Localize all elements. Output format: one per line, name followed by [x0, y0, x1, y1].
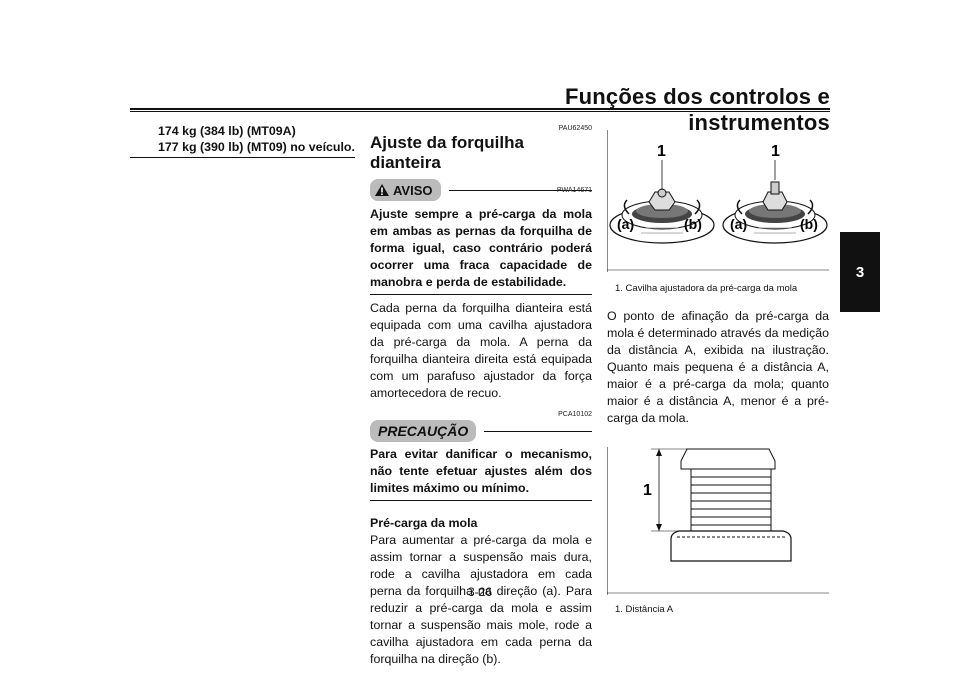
caution-text: Para evitar danificar o mecanismo, não t…: [370, 447, 592, 495]
warning-label-row: AVISO: [370, 179, 592, 201]
figure2-caption: 1. Distância A: [615, 604, 674, 615]
caution-code: PCA10102: [558, 411, 592, 418]
warning-code: PWA14671: [556, 187, 592, 194]
main-column: PAU62450 Ajuste da forquilha dianteira A…: [370, 125, 592, 668]
weight-line-mt09: 177 kg (390 lb) (MT09) no veículo.: [158, 140, 355, 154]
label-a-left: (a): [617, 216, 634, 232]
warning-label: AVISO: [393, 182, 433, 198]
header-rule: [130, 108, 830, 110]
callout-1-right: 1: [771, 143, 780, 160]
fork-adjuster-illustration: 1 1 (a) (b) (a) (b): [606, 130, 829, 272]
section-title: Ajuste da forquilha dianteira: [370, 133, 524, 172]
warning-label-line: [448, 189, 592, 191]
warning-badge: AVISO: [370, 179, 441, 201]
weight-line-mt09a: 174 kg (384 lb) (MT09A): [158, 124, 296, 138]
page-header-title: Funções dos controlos e instrumentos: [565, 84, 830, 135]
distance-a-illustration: 1: [606, 447, 829, 595]
paragraph-preload-instructions: Para aumentar a pré-carga da mola e assi…: [370, 533, 592, 666]
paragraph-fork-equipment: Cada perna da forquilha dianteira está e…: [370, 301, 592, 400]
caution-label-line: [484, 430, 592, 432]
callout-1-distance: 1: [643, 482, 652, 499]
paragraph-distance-a: O ponto de afinação da pré-carga da mola…: [607, 309, 829, 425]
warning-triangle-icon: [375, 184, 389, 196]
right-column: 1 1 (a) (b) (a) (b) 1. Cavilha ajustador…: [606, 130, 829, 615]
chapter-tab: 3: [840, 232, 880, 312]
label-b-right: (b): [800, 216, 818, 232]
warning-text: Ajuste sempre a pré-carga da mola em amb…: [370, 207, 592, 289]
callout-1-left: 1: [657, 143, 666, 160]
label-b-left: (b): [684, 216, 702, 232]
caution-badge: PRECAUÇÃO: [370, 420, 477, 442]
caution-end-rule: [370, 500, 592, 501]
header-rule-thin: [130, 111, 830, 112]
left-column-rule: [130, 157, 355, 158]
subheading-spring-preload: Pré-carga da mola: [370, 516, 478, 530]
section-code: PAU62450: [558, 125, 592, 132]
warning-end-rule: [370, 294, 592, 295]
caution-label-row: PRECAUÇÃO: [370, 420, 592, 442]
page-number: 3-26: [467, 585, 493, 599]
label-a-right: (a): [730, 216, 747, 232]
figure1-caption: 1. Cavilha ajustadora da pré-carga da mo…: [615, 283, 798, 294]
